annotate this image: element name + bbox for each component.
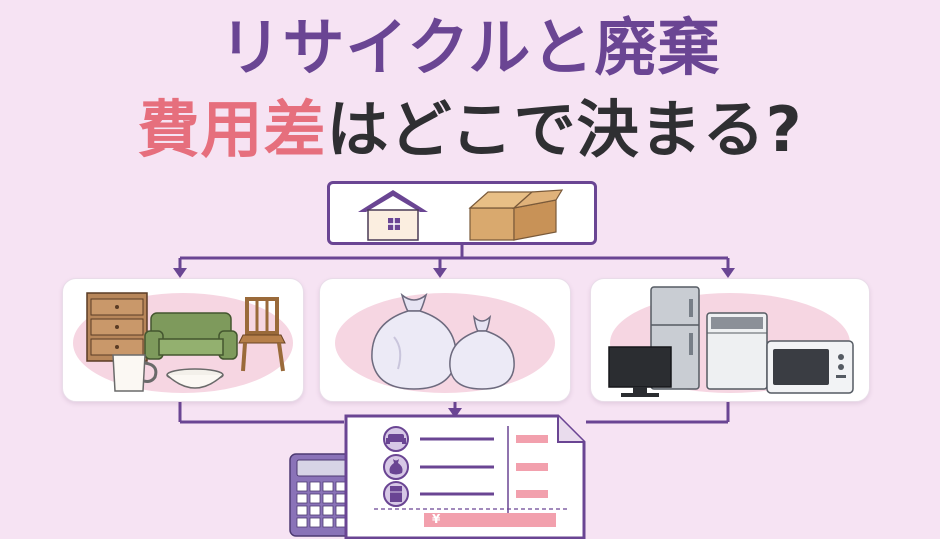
title-line-1: リサイクルと廃棄 [0, 10, 940, 86]
appliance-card [590, 278, 870, 402]
mug-icon [112, 354, 158, 392]
garbage-card [319, 278, 571, 402]
title-recycle-text: リサイクルと [219, 11, 595, 84]
bowl-icon [166, 368, 224, 389]
microwave-icon [766, 340, 854, 394]
garbage-bag-small-icon [449, 314, 515, 390]
title-cost-diff-text: 費用差 [137, 93, 327, 166]
garbage-bag-row-icon [389, 459, 403, 475]
invoice-currency-symbol: ¥ [432, 512, 441, 526]
invoice-document [344, 414, 586, 539]
title-question-text: はどこで決まる? [326, 93, 803, 166]
chair-icon [238, 297, 286, 372]
cardboard-box-icon [468, 189, 564, 241]
washing-machine-icon [706, 312, 768, 390]
dresser-icon [86, 292, 148, 362]
refrigerator-row-icon [390, 486, 402, 502]
television-icon [608, 346, 672, 397]
invoice-total-bar [424, 513, 556, 527]
furniture-card [62, 278, 304, 402]
garbage-bag-large-icon [371, 292, 457, 390]
sofa-icon [144, 312, 238, 360]
house-icon [358, 190, 428, 241]
title-line-2: 費用差はどこで決まる? [0, 92, 940, 168]
title-disposal-text: 廃棄 [594, 11, 721, 84]
sofa-row-icon [386, 434, 406, 444]
calculator-icon [289, 453, 355, 537]
top-items-box [327, 181, 597, 245]
